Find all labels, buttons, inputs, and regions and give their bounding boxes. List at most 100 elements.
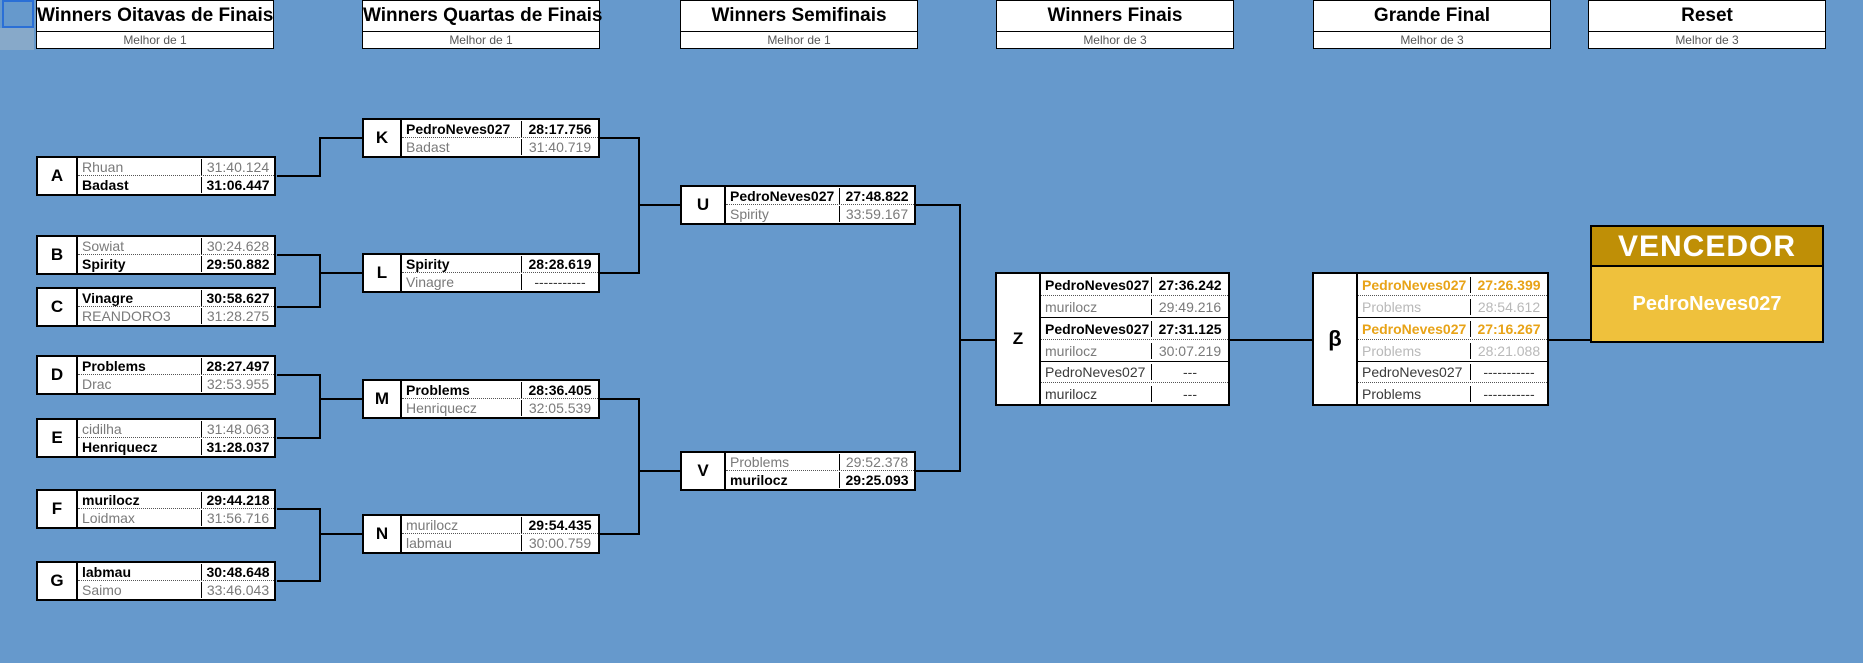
round-header-winners-semifinais[interactable]: Winners Semifinais Melhor de 1 — [680, 0, 918, 49]
player-name: Sowiat — [78, 237, 202, 254]
match-box-f[interactable]: F murilocz 29:44.218 Loidmax 31:56.716 — [36, 489, 276, 529]
match-row[interactable]: Henriquecz 32:05.539 — [402, 399, 598, 417]
match-box-grande-final[interactable]: β PedroNeves027 27:26.399 Problems 28:54… — [1312, 272, 1549, 406]
match-row[interactable]: Saimo 33:46.043 — [78, 581, 274, 599]
match-box-u[interactable]: U PedroNeves027 27:48.822 Spirity 33:59.… — [680, 185, 916, 225]
match-row[interactable]: REANDORO3 31:28.275 — [78, 307, 274, 325]
match-box-b[interactable]: B Sowiat 30:24.628 Spirity 29:50.882 — [36, 235, 276, 275]
match-row[interactable]: PedroNeves027 28:17.756 — [402, 120, 598, 139]
player-time: 31:40.124 — [206, 158, 270, 175]
match-row[interactable]: Spirity 33:59.167 — [726, 205, 914, 223]
match-box-c[interactable]: C Vinagre 30:58.627 REANDORO3 31:28.275 — [36, 287, 276, 327]
match-box-k[interactable]: K PedroNeves027 28:17.756 Badast 31:40.7… — [362, 118, 600, 158]
round-title: Winners Quartas de Finais — [363, 1, 603, 32]
connector-z-beta — [1230, 339, 1312, 341]
match-row[interactable]: Spirity 29:50.882 — [78, 255, 274, 273]
round-header-winners-quartas[interactable]: Winners Quartas de Finais Melhor de 1 — [362, 0, 603, 49]
connector-a-out — [277, 175, 321, 177]
match-row[interactable]: PedroNeves027 ----------- — [1358, 362, 1547, 383]
match-row[interactable]: PedroNeves027 27:48.822 — [726, 187, 914, 206]
player-name: Drac — [78, 376, 202, 393]
match-box-v[interactable]: V Problems 29:52.378 murilocz 29:25.093 — [680, 451, 916, 491]
player-name: Badast — [78, 177, 202, 194]
player-name: Spirity — [402, 255, 522, 272]
winner-panel[interactable]: VENCEDOR PedroNeves027 — [1590, 225, 1824, 343]
match-box-m[interactable]: M Problems 28:36.405 Henriquecz 32:05.53… — [362, 379, 600, 419]
match-row[interactable]: Loidmax 31:56.716 — [78, 509, 274, 527]
round-subtitle: Melhor de 3 — [1400, 33, 1464, 47]
match-row[interactable]: Problems 28:36.405 — [402, 381, 598, 400]
cell-below-selection[interactable] — [0, 28, 34, 50]
match-row[interactable]: Badast 31:40.719 — [402, 138, 598, 156]
match-key-v: V — [682, 453, 726, 489]
player-name: PedroNeves027 — [726, 187, 840, 204]
player-time: 33:59.167 — [845, 206, 909, 223]
round-header-winners-oitavas[interactable]: Winners Oitavas de Finais Melhor de 1 — [36, 0, 274, 49]
player-name: Problems — [1358, 385, 1471, 402]
match-row[interactable]: labmau 30:48.648 — [78, 563, 274, 582]
match-row[interactable]: Sowiat 30:24.628 — [78, 237, 274, 256]
round-header-reset[interactable]: Reset Melhor de 3 — [1588, 0, 1826, 49]
match-box-g[interactable]: G labmau 30:48.648 Saimo 33:46.043 — [36, 561, 276, 601]
player-name: Badast — [402, 139, 522, 156]
player-time: 29:50.882 — [206, 256, 270, 273]
match-row[interactable]: Badast 31:06.447 — [78, 176, 274, 194]
match-row[interactable]: Vinagre ----------- — [402, 273, 598, 291]
match-row[interactable]: murilocz 30:07.219 — [1041, 340, 1228, 362]
player-time: 27:36.242 — [1158, 276, 1222, 293]
match-row[interactable]: murilocz 29:25.093 — [726, 471, 914, 489]
round-subtitle: Melhor de 3 — [1675, 33, 1739, 47]
match-row[interactable]: murilocz 29:44.218 — [78, 491, 274, 510]
round-header-winners-finais[interactable]: Winners Finais Melhor de 3 — [996, 0, 1234, 49]
match-rows: PedroNeves027 27:48.822 Spirity 33:59.16… — [726, 187, 914, 223]
match-box-n[interactable]: N murilocz 29:54.435 labmau 30:00.759 — [362, 514, 600, 554]
match-box-e[interactable]: E cidilha 31:48.063 Henriquecz 31:28.037 — [36, 418, 276, 458]
match-row[interactable]: cidilha 31:48.063 — [78, 420, 274, 439]
player-time: 32:05.539 — [528, 400, 592, 417]
match-key-n: N — [364, 516, 402, 552]
match-row[interactable]: Henriquecz 31:28.037 — [78, 438, 274, 456]
match-row[interactable]: Vinagre 30:58.627 — [78, 289, 274, 308]
player-time: 29:52.378 — [845, 453, 909, 470]
match-box-d[interactable]: D Problems 28:27.497 Drac 32:53.955 — [36, 355, 276, 395]
match-row[interactable]: murilocz 29:49.216 — [1041, 296, 1228, 318]
match-row[interactable]: Problems 29:52.378 — [726, 453, 914, 472]
match-row[interactable]: Problems 28:27.497 — [78, 357, 274, 376]
round-title: Grande Final — [1314, 1, 1550, 32]
match-key-k: K — [364, 120, 402, 156]
match-row[interactable]: Problems ----------- — [1358, 383, 1547, 404]
match-key-u: U — [682, 187, 726, 223]
match-key-a: A — [38, 158, 78, 194]
connector-d-out — [277, 374, 321, 376]
match-row[interactable]: PedroNeves027 27:26.399 — [1358, 274, 1547, 296]
match-rows: PedroNeves027 28:17.756 Badast 31:40.719 — [402, 120, 598, 156]
player-name: cidilha — [78, 420, 202, 437]
selected-cell[interactable] — [2, 0, 34, 28]
player-name: Henriquecz — [78, 439, 202, 456]
player-name: Vinagre — [78, 289, 202, 306]
round-header-grande-final[interactable]: Grande Final Melhor de 3 — [1313, 0, 1551, 49]
match-rows: murilocz 29:44.218 Loidmax 31:56.716 — [78, 491, 274, 527]
match-row[interactable]: Drac 32:53.955 — [78, 375, 274, 393]
match-rows: Spirity 28:28.619 Vinagre ----------- — [402, 255, 598, 291]
match-row[interactable]: PedroNeves027 --- — [1041, 362, 1228, 383]
match-key-l: L — [364, 255, 402, 291]
match-row[interactable]: PedroNeves027 27:36.242 — [1041, 274, 1228, 296]
match-row[interactable]: labmau 30:00.759 — [402, 534, 598, 552]
match-row[interactable]: Spirity 28:28.619 — [402, 255, 598, 274]
match-box-z[interactable]: Z PedroNeves027 27:36.242 murilocz 29:49… — [995, 272, 1230, 406]
match-row[interactable]: PedroNeves027 27:31.125 — [1041, 318, 1228, 340]
match-box-a[interactable]: A Rhuan 31:40.124 Badast 31:06.447 — [36, 156, 276, 196]
player-time: 31:56.716 — [206, 510, 270, 527]
match-row[interactable]: PedroNeves027 27:16.267 — [1358, 318, 1547, 340]
match-row[interactable]: Rhuan 31:40.124 — [78, 158, 274, 177]
player-time: 28:17.756 — [528, 120, 592, 137]
match-key-z: Z — [997, 274, 1041, 404]
match-box-l[interactable]: L Spirity 28:28.619 Vinagre ----------- — [362, 253, 600, 293]
match-row[interactable]: Problems 28:21.088 — [1358, 340, 1547, 362]
match-row[interactable]: murilocz --- — [1041, 383, 1228, 404]
player-time: 30:07.219 — [1158, 342, 1222, 359]
match-row[interactable]: Problems 28:54.612 — [1358, 296, 1547, 318]
match-rows: PedroNeves027 27:26.399 Problems 28:54.6… — [1358, 274, 1547, 404]
match-row[interactable]: murilocz 29:54.435 — [402, 516, 598, 535]
